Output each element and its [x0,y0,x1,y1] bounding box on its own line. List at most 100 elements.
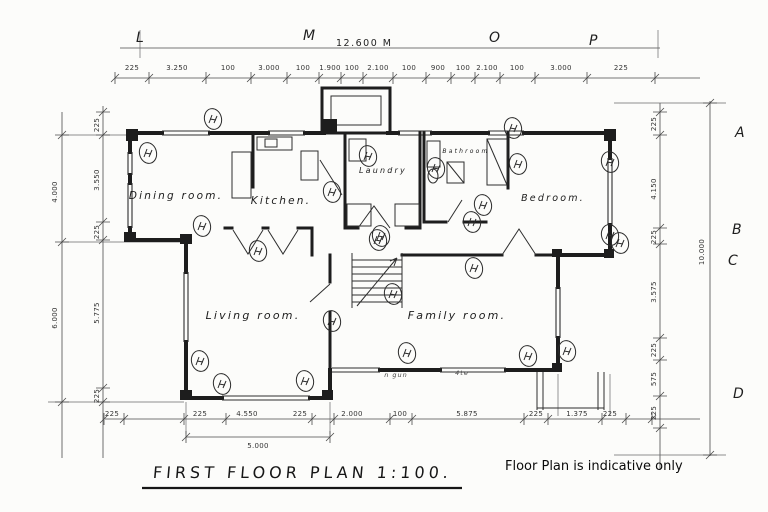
family-right-window [555,287,561,338]
dim-label: 3.575 [650,281,658,303]
title-block: FIRST FLOOR PLAN 1:100. Floor Plan is in… [142,459,683,490]
room-label-dining: Dining room. [129,190,223,202]
callout-scribble [371,225,391,247]
living-door [309,283,331,303]
tick [653,107,667,117]
callout-number-scribble [615,238,625,248]
callout-number-scribble [469,263,479,273]
tick [653,239,667,249]
callout-circle [610,232,630,254]
dim-label: 225 [650,343,658,357]
callout-circle [295,370,315,392]
overall-width-label: 12.600 M [336,38,392,49]
tick [336,72,346,84]
laundry-cupboard [346,203,372,227]
dim-label: 225 [603,410,617,418]
tick [653,391,667,401]
chimney-blob [323,119,337,132]
kitchen-double-doors [232,229,299,255]
callout-number-scribble [363,151,373,161]
shower [486,138,508,186]
laundry-walls [343,131,422,230]
tick [96,383,110,393]
dim-label: 5.775 [93,302,101,324]
callout-circle [192,215,212,237]
tick [530,72,540,84]
laundry-cupboard [394,203,420,227]
dim-label: 3.000 [550,64,572,72]
tick [55,130,69,140]
tick [653,333,667,343]
tick [495,72,505,84]
ink-blob [124,232,136,242]
dim-label: 2.100 [476,64,498,72]
living-bottom-wall [184,368,332,400]
tick [582,72,592,84]
dim-label: 225 [125,64,139,72]
windows [127,130,613,401]
dim-label: 1.900 [319,64,341,72]
ink-blob [180,234,192,244]
tick [201,72,211,84]
callout-number-scribble [373,235,383,245]
chimney-outer [320,86,392,135]
toilet-pan [427,168,439,184]
dining-left-windows [127,152,133,228]
callout-circle [212,373,232,395]
callout-scribble [322,181,342,203]
dining-step-wall [128,238,188,248]
bathroom-walls [422,131,510,224]
grid-letter-right: B [732,222,742,238]
kitchen-fridge [231,151,252,199]
tick [703,450,717,460]
dim-label: 225 [529,410,543,418]
tick [96,397,110,407]
tick [221,413,231,425]
ink-blob [552,249,562,257]
stairs [351,253,403,308]
tick [388,72,398,84]
bedroom-right-window [607,158,613,225]
tick [307,413,317,425]
callout-circle [426,157,446,179]
bottom-subtotal-dim: 5.000 [247,442,269,450]
callout-circle [371,225,391,247]
laundry-trough [348,138,367,162]
kitchen-sink [264,138,278,148]
dim-label: 1.375 [566,410,588,418]
tick [99,413,109,425]
callout-circle [518,345,538,367]
tick [55,237,69,247]
tick [314,72,324,84]
dimension-ticks [55,72,717,460]
basin-diagonal [446,161,465,184]
callout-scribbles [138,108,630,395]
dim-label: 4.000 [51,181,59,203]
dimension-lines [48,30,726,470]
callout-circle [600,151,620,173]
dim-label: 225 [193,410,207,418]
dim-label: 575 [650,372,658,386]
callout-scribble [518,345,538,367]
tick [470,72,480,84]
dim-label: 225 [105,410,119,418]
ink-blob [126,129,138,141]
tick [282,72,292,84]
callout-number-scribble [388,289,398,299]
callout-scribble [368,229,388,251]
room-labels: Dining room. Kitchen. Laundry Bathroom B… [129,148,583,379]
callout-number-scribble [195,356,205,366]
tick [55,397,69,407]
tick [703,98,717,108]
callout-number-scribble [327,187,337,197]
basin [446,161,465,184]
dim-label: 4.150 [650,178,658,200]
tick [144,72,154,84]
dim-label: 100 [221,64,235,72]
tick [96,217,110,227]
callout-number-scribble [208,114,218,124]
dim-label: 225 [650,406,658,420]
callout-scribble [203,108,223,130]
dim-label: 2.100 [367,64,389,72]
